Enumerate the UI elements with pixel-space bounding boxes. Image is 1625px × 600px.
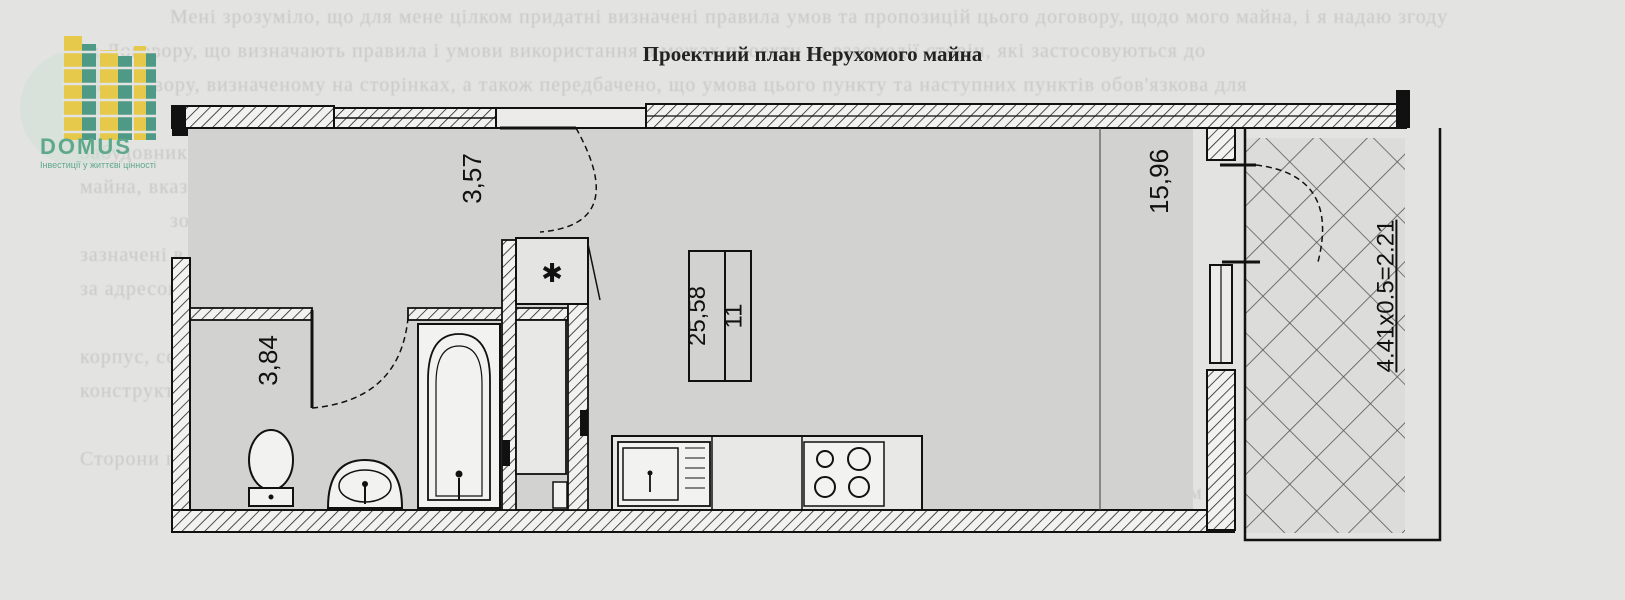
svg-text:✱: ✱: [541, 259, 563, 289]
right-wall-upper: [1206, 127, 1236, 161]
bathroom-top-wall-right: [407, 307, 569, 321]
label-bathroom-area: 3,84: [252, 335, 283, 386]
balcony-outline: [1243, 128, 1442, 542]
total-area-value: 25,58: [684, 285, 712, 347]
wall-column-left: [172, 106, 186, 128]
wall-column-right: [1396, 90, 1410, 128]
left-wall: [171, 257, 191, 531]
bathroom-cabinet: [515, 319, 567, 475]
cooktop-icon: [803, 441, 885, 507]
plan-title: Проектний план Нерухомого майна: [642, 42, 983, 66]
washbasin-icon: [326, 458, 404, 509]
top-wall-gap: [495, 107, 647, 129]
label-room-area: 15,96: [1144, 148, 1175, 215]
logo-brand-text: DOMUS: [40, 134, 132, 159]
logo-tagline: Інвестиції у життєві цінності: [40, 160, 156, 170]
balcony-floor: [1245, 138, 1405, 533]
entrance-door-swing: [539, 127, 597, 233]
domus-logo-icon: [20, 36, 158, 166]
label-balcony-area: 4.41x0.5=2.21: [1372, 219, 1400, 373]
total-area-box: 25,58 11: [684, 250, 752, 382]
bathroom-door-swing: [311, 317, 409, 409]
top-wall-left: [171, 105, 335, 129]
bottom-wall: [171, 509, 1235, 533]
bathtub-icon: [417, 323, 501, 509]
bathroom-top-wall-left: [189, 307, 313, 321]
total-area-code: 11: [720, 303, 748, 329]
ventilation-shaft: [515, 237, 589, 305]
right-wall-lower: [1206, 369, 1236, 531]
bathroom-partition: [501, 239, 517, 511]
toilet-icon: [248, 429, 294, 507]
label-hall-area: 3,57: [456, 153, 487, 204]
kitchen-sink-icon: [617, 441, 711, 507]
